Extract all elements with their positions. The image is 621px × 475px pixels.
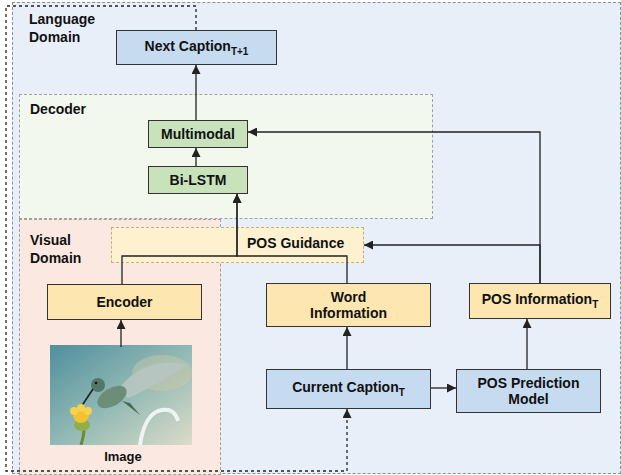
- subscript: T: [399, 387, 405, 398]
- connector-arrow: [195, 65, 196, 120]
- module-box: POS InformationT: [469, 283, 611, 319]
- connector-arrow: [120, 320, 121, 347]
- connector-arrow: [364, 245, 540, 283]
- node-label: POS Information: [482, 291, 592, 307]
- node-label: Bi-LSTM: [170, 172, 227, 188]
- connector-arrow: [526, 319, 527, 369]
- module-box: Encoder: [47, 284, 202, 320]
- subscript: T+1: [231, 46, 249, 57]
- connector-arrow: [346, 327, 347, 369]
- node-label: Next Caption: [145, 38, 231, 54]
- connector-arrow: [431, 387, 456, 388]
- module-box: Word Information: [266, 283, 431, 327]
- connector-arrow: [195, 148, 196, 166]
- decoder-region: DecoderMultimodalBi-LSTM: [19, 94, 433, 219]
- node-label: Multimodal: [161, 126, 235, 142]
- node-label: Encoder: [96, 294, 152, 310]
- model-box: POS Prediction Model: [456, 369, 601, 413]
- connector-arrow: [248, 132, 540, 283]
- node-label: Visual Domain: [30, 232, 81, 266]
- connector-arrow: [237, 194, 347, 283]
- subscript: T: [592, 299, 598, 310]
- node-label: Image: [104, 449, 142, 464]
- node-label: Current Caption: [292, 379, 399, 395]
- node-label: Decoder: [30, 101, 86, 117]
- node-label: POS Prediction Model: [478, 375, 580, 407]
- connector-arrow: [122, 194, 237, 284]
- caption-box: Current CaptionT: [266, 369, 431, 409]
- caption-box: Next CaptionT+1: [116, 30, 277, 65]
- decoder-box: Bi-LSTM: [148, 166, 248, 194]
- node-label: Word Information: [310, 289, 387, 321]
- connector-arrow: [6, 6, 347, 471]
- decoder-box: Multimodal: [148, 120, 248, 148]
- node-label: Language Domain: [29, 11, 95, 45]
- hummingbird-photo: [50, 345, 192, 445]
- node-label: POS Guidance: [247, 235, 344, 251]
